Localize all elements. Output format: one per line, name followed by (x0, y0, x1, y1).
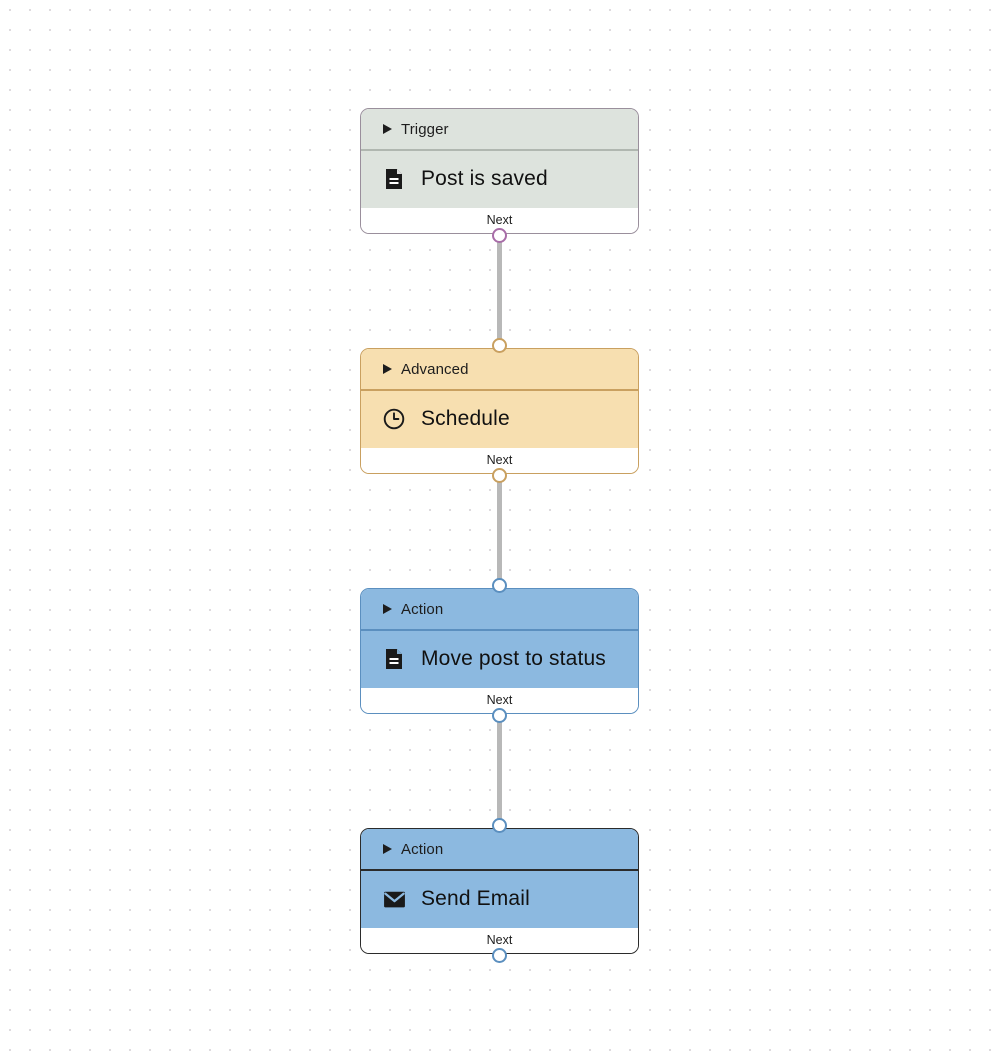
input-port-action-email[interactable] (492, 818, 507, 833)
node-type-label: Trigger (401, 120, 449, 138)
connector-line-3 (497, 716, 502, 826)
node-divider (361, 149, 638, 151)
input-port-advanced[interactable] (492, 338, 507, 353)
disclosure-triangle-icon[interactable] (383, 844, 392, 854)
node-title: Schedule (421, 407, 510, 430)
connector-line-1 (497, 236, 502, 346)
node-frame: Advanced Schedule Next (360, 348, 639, 474)
node-footer-label: Next (486, 213, 513, 227)
node-body-advanced[interactable]: Schedule (361, 390, 638, 448)
output-port-advanced[interactable] (492, 468, 507, 483)
disclosure-triangle-icon[interactable] (383, 124, 392, 134)
workflow-node-move-post-to-status[interactable]: Action Move post to status Next (360, 588, 639, 714)
envelope-icon (381, 886, 407, 912)
node-header-action-email[interactable]: Action (361, 829, 638, 869)
node-body-trigger[interactable]: Post is saved (361, 150, 638, 208)
node-footer-label: Next (486, 933, 513, 947)
output-port-trigger[interactable] (492, 228, 507, 243)
node-body-action-move[interactable]: Move post to status (361, 630, 638, 688)
disclosure-triangle-icon[interactable] (383, 364, 392, 374)
node-divider (361, 869, 638, 871)
input-port-action-move[interactable] (492, 578, 507, 593)
node-frame: Action Send Email Next (360, 828, 639, 954)
workflow-node-advanced[interactable]: Advanced Schedule Next (360, 348, 639, 474)
node-title: Move post to status (421, 647, 606, 670)
node-footer-label: Next (486, 453, 513, 467)
node-body-action-email[interactable]: Send Email (361, 870, 638, 928)
node-frame: Trigger Post is saved Next (360, 108, 639, 234)
connector-line-2 (497, 476, 502, 586)
disclosure-triangle-icon[interactable] (383, 604, 392, 614)
clock-icon (381, 406, 407, 432)
node-header-advanced[interactable]: Advanced (361, 349, 638, 389)
document-icon (381, 646, 407, 672)
output-port-action-move[interactable] (492, 708, 507, 723)
workflow-node-send-email[interactable]: Action Send Email Next (360, 828, 639, 954)
node-divider (361, 389, 638, 391)
node-title: Send Email (421, 887, 530, 910)
node-header-action-move[interactable]: Action (361, 589, 638, 629)
output-port-action-email[interactable] (492, 948, 507, 963)
node-type-label: Action (401, 840, 444, 858)
node-divider (361, 629, 638, 631)
node-type-label: Advanced (401, 360, 469, 378)
node-header-trigger[interactable]: Trigger (361, 109, 638, 149)
node-type-label: Action (401, 600, 444, 618)
node-footer-label: Next (486, 693, 513, 707)
node-title: Post is saved (421, 167, 548, 190)
node-frame: Action Move post to status Next (360, 588, 639, 714)
workflow-node-trigger[interactable]: Trigger Post is saved Next (360, 108, 639, 234)
document-icon (381, 166, 407, 192)
